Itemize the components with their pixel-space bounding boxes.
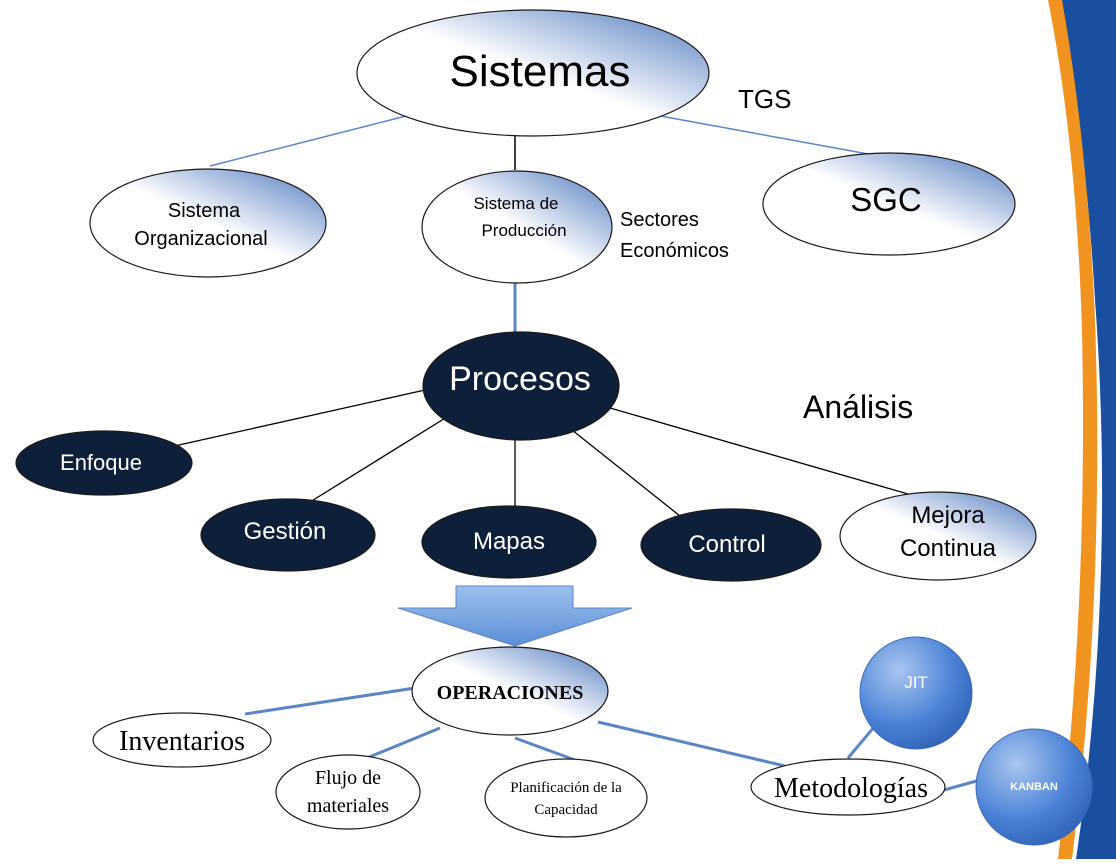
label-planificacion-1: Planificación de la — [510, 780, 622, 796]
label-sistemas: Sistemas — [450, 47, 631, 96]
label-mejora-continua-2: Continua — [900, 535, 997, 562]
node-operaciones: OPERACIONES — [411, 646, 609, 736]
label-flujo-materiales-2: materiales — [307, 795, 389, 817]
node-sistemas: Sistemas — [356, 9, 710, 137]
node-gestion: Gestión — [200, 498, 376, 572]
label-enfoque: Enfoque — [60, 450, 142, 475]
ribbon-decoration — [1048, 0, 1116, 859]
node-flujo-materiales: Flujo de materiales — [275, 754, 421, 830]
node-control: Control — [640, 508, 822, 582]
label-jit: JIT — [904, 673, 928, 692]
node-inventarios: Inventarios — [92, 712, 272, 768]
label-kanban: KANBAN — [1010, 781, 1058, 793]
label-metodologias: Metodologías — [774, 773, 928, 804]
node-metodologias: Metodologías — [750, 758, 946, 816]
label-sgc: SGC — [850, 181, 922, 218]
annotation-sectores-1: Sectores — [620, 209, 699, 231]
label-sistema-produccion-1: Sistema de — [473, 194, 558, 213]
node-sistema-produccion: Sistema de Producción — [421, 170, 613, 284]
label-sistema-organizacional-2: Organizacional — [134, 228, 267, 250]
annotation-analisis: Análisis — [803, 389, 913, 425]
down-arrow — [397, 585, 633, 647]
node-kanban: KANBAN — [975, 728, 1093, 846]
label-control: Control — [688, 531, 765, 558]
annotation-tgs: TGS — [738, 84, 791, 114]
node-mejora-continua: Mejora Continua — [839, 491, 1037, 581]
label-mapas: Mapas — [473, 528, 545, 555]
label-mejora-continua-1: Mejora — [911, 502, 985, 529]
label-inventarios: Inventarios — [119, 726, 245, 757]
node-jit: JIT — [859, 636, 973, 750]
label-planificacion-2: Capacidad — [534, 802, 598, 818]
node-mapas: Mapas — [421, 505, 597, 579]
label-sistema-produccion-2: Producción — [481, 221, 566, 240]
node-planificacion-capacidad: Planificación de la Capacidad — [484, 758, 648, 838]
annotation-sectores-2: Económicos — [620, 240, 729, 262]
node-sistema-organizacional: Sistema Organizacional — [89, 168, 327, 278]
label-sistema-organizacional-1: Sistema — [168, 200, 241, 222]
label-gestion: Gestión — [244, 518, 327, 545]
label-operaciones: OPERACIONES — [437, 682, 584, 704]
node-procesos: Procesos — [422, 331, 620, 441]
label-flujo-materiales-1: Flujo de — [315, 767, 381, 789]
node-enfoque: Enfoque — [15, 430, 193, 496]
label-procesos: Procesos — [449, 360, 591, 398]
node-sgc: SGC — [762, 152, 1016, 256]
